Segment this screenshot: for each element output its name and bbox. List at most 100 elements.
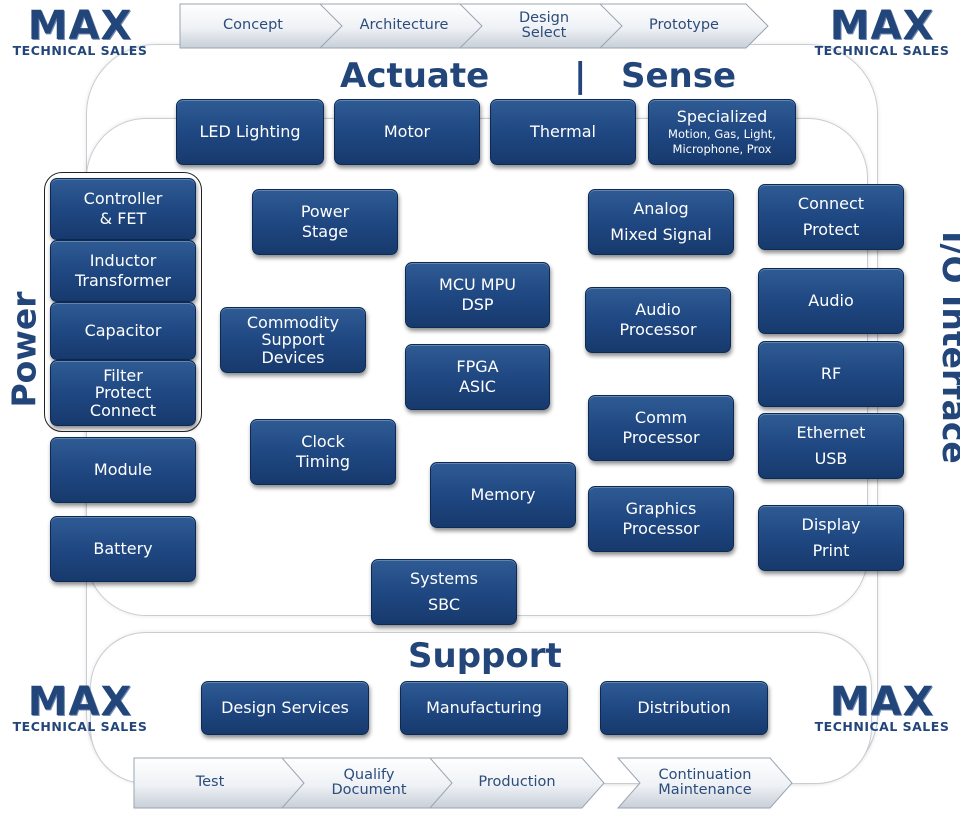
logo-bottom-left: MAX TECHNICAL SALES [2,679,158,734]
display-print-label: Display [801,515,861,534]
graphics-processor-label: Processor [622,519,700,538]
graphics-processor-label: Graphics [625,499,697,518]
process-step-arrow [428,757,605,809]
motor-box[interactable]: Motor [334,99,480,165]
led-lighting-label: LED Lighting [199,122,301,141]
commodity-support-devices-label: Support [261,330,325,350]
logo-top-right: MAX TECHNICAL SALES [804,3,960,58]
bottom-process-arrows [133,757,793,809]
thermal-box[interactable]: Thermal [490,99,636,165]
mcu-mpu-dsp-label: MCU MPU [439,275,516,294]
controller-fet-label: Controller [83,189,163,208]
process-step-text: Qualify [343,766,395,783]
process-step-label: Architecture [342,4,466,48]
design-services-box[interactable]: Design Services [201,681,369,735]
audio-processor-label: Processor [619,320,697,339]
ethernet-usb-label: Ethernet [796,423,866,442]
display-print-label: Print [812,541,850,560]
process-step-text: Architecture [359,17,449,34]
filter-protect-connect-label: Connect [89,400,157,420]
process-step-label: Concept [180,4,326,48]
process-step-arrow [616,757,793,809]
distribution-label: Distribution [637,698,731,717]
controller-fet-box[interactable]: Controller& FET [50,178,196,240]
logo-name: MAX [27,679,133,725]
process-step-text: Continuation [658,766,752,783]
fpga-asic-label: ASIC [458,377,496,396]
battery-label: Battery [93,539,153,558]
capacitor-box[interactable]: Capacitor [50,302,196,360]
io-interface-header: I/O Interface [934,231,960,464]
connect-protect-label: Protect [802,220,860,239]
process-step-text: Select [521,25,567,41]
filter-protect-connect-label: Filter [103,365,143,385]
manufacturing-box[interactable]: Manufacturing [400,681,568,735]
specialized-sublabel: Motion, Gas, Light, [668,127,776,142]
support-header: Support [408,636,562,676]
logo-tagline: TECHNICAL SALES [12,43,148,58]
audio-box[interactable]: Audio [758,268,904,334]
logo-bottom-right: MAX TECHNICAL SALES [804,679,960,734]
memory-box[interactable]: Memory [430,462,576,528]
process-step-text: Test [195,774,225,791]
process-step-text: Design [518,9,570,26]
design-services-label: Design Services [221,698,349,717]
motor-label: Motor [383,122,431,141]
actuate-header: Actuate [340,56,490,96]
mcu-mpu-dsp-label: DSP [461,295,494,314]
process-step-label: Prototype [622,4,746,48]
logo-name: MAX [27,3,133,49]
audio-processor-label: Audio [635,300,681,319]
thermal-label: Thermal [530,122,596,141]
rf-box[interactable]: RF [758,341,904,407]
sense-header: Sense [621,56,737,96]
process-step-text: Document [331,782,407,798]
commodity-support-devices-label: Commodity [246,312,340,332]
analog-mixed-signal-label: Mixed Signal [610,225,712,244]
logo-tagline: TECHNICAL SALES [814,43,950,58]
module-box[interactable]: Module [50,437,196,503]
audio-label: Audio [808,291,854,310]
capacitor-label: Capacitor [84,321,162,340]
header-divider: | [574,56,587,96]
process-step-text: Maintenance [658,782,752,798]
led-lighting-box[interactable]: LED Lighting [176,99,324,165]
memory-label: Memory [470,485,536,504]
logo-name: MAX [829,679,935,725]
battery-box[interactable]: Battery [50,516,196,582]
power-stage-label: Power [300,202,350,221]
logo-name: MAX [829,3,935,49]
logo-tagline: TECHNICAL SALES [12,719,148,734]
process-step-arrow [598,3,769,49]
top-process-arrows [179,3,769,49]
clock-timing-label: Timing [295,452,351,471]
comm-processor-label: Comm [634,408,688,427]
distribution-box[interactable]: Distribution [600,681,768,735]
systems-sbc-label: Systems [410,569,478,588]
inductor-transformer-label: Transformer [74,271,171,290]
analog-mixed-signal-label: Analog [633,199,689,218]
process-step-text: Production [478,774,556,791]
specialized-label: Specialized [676,107,768,127]
clock-timing-label: Clock [301,432,345,451]
process-step-label: Production [452,758,582,808]
